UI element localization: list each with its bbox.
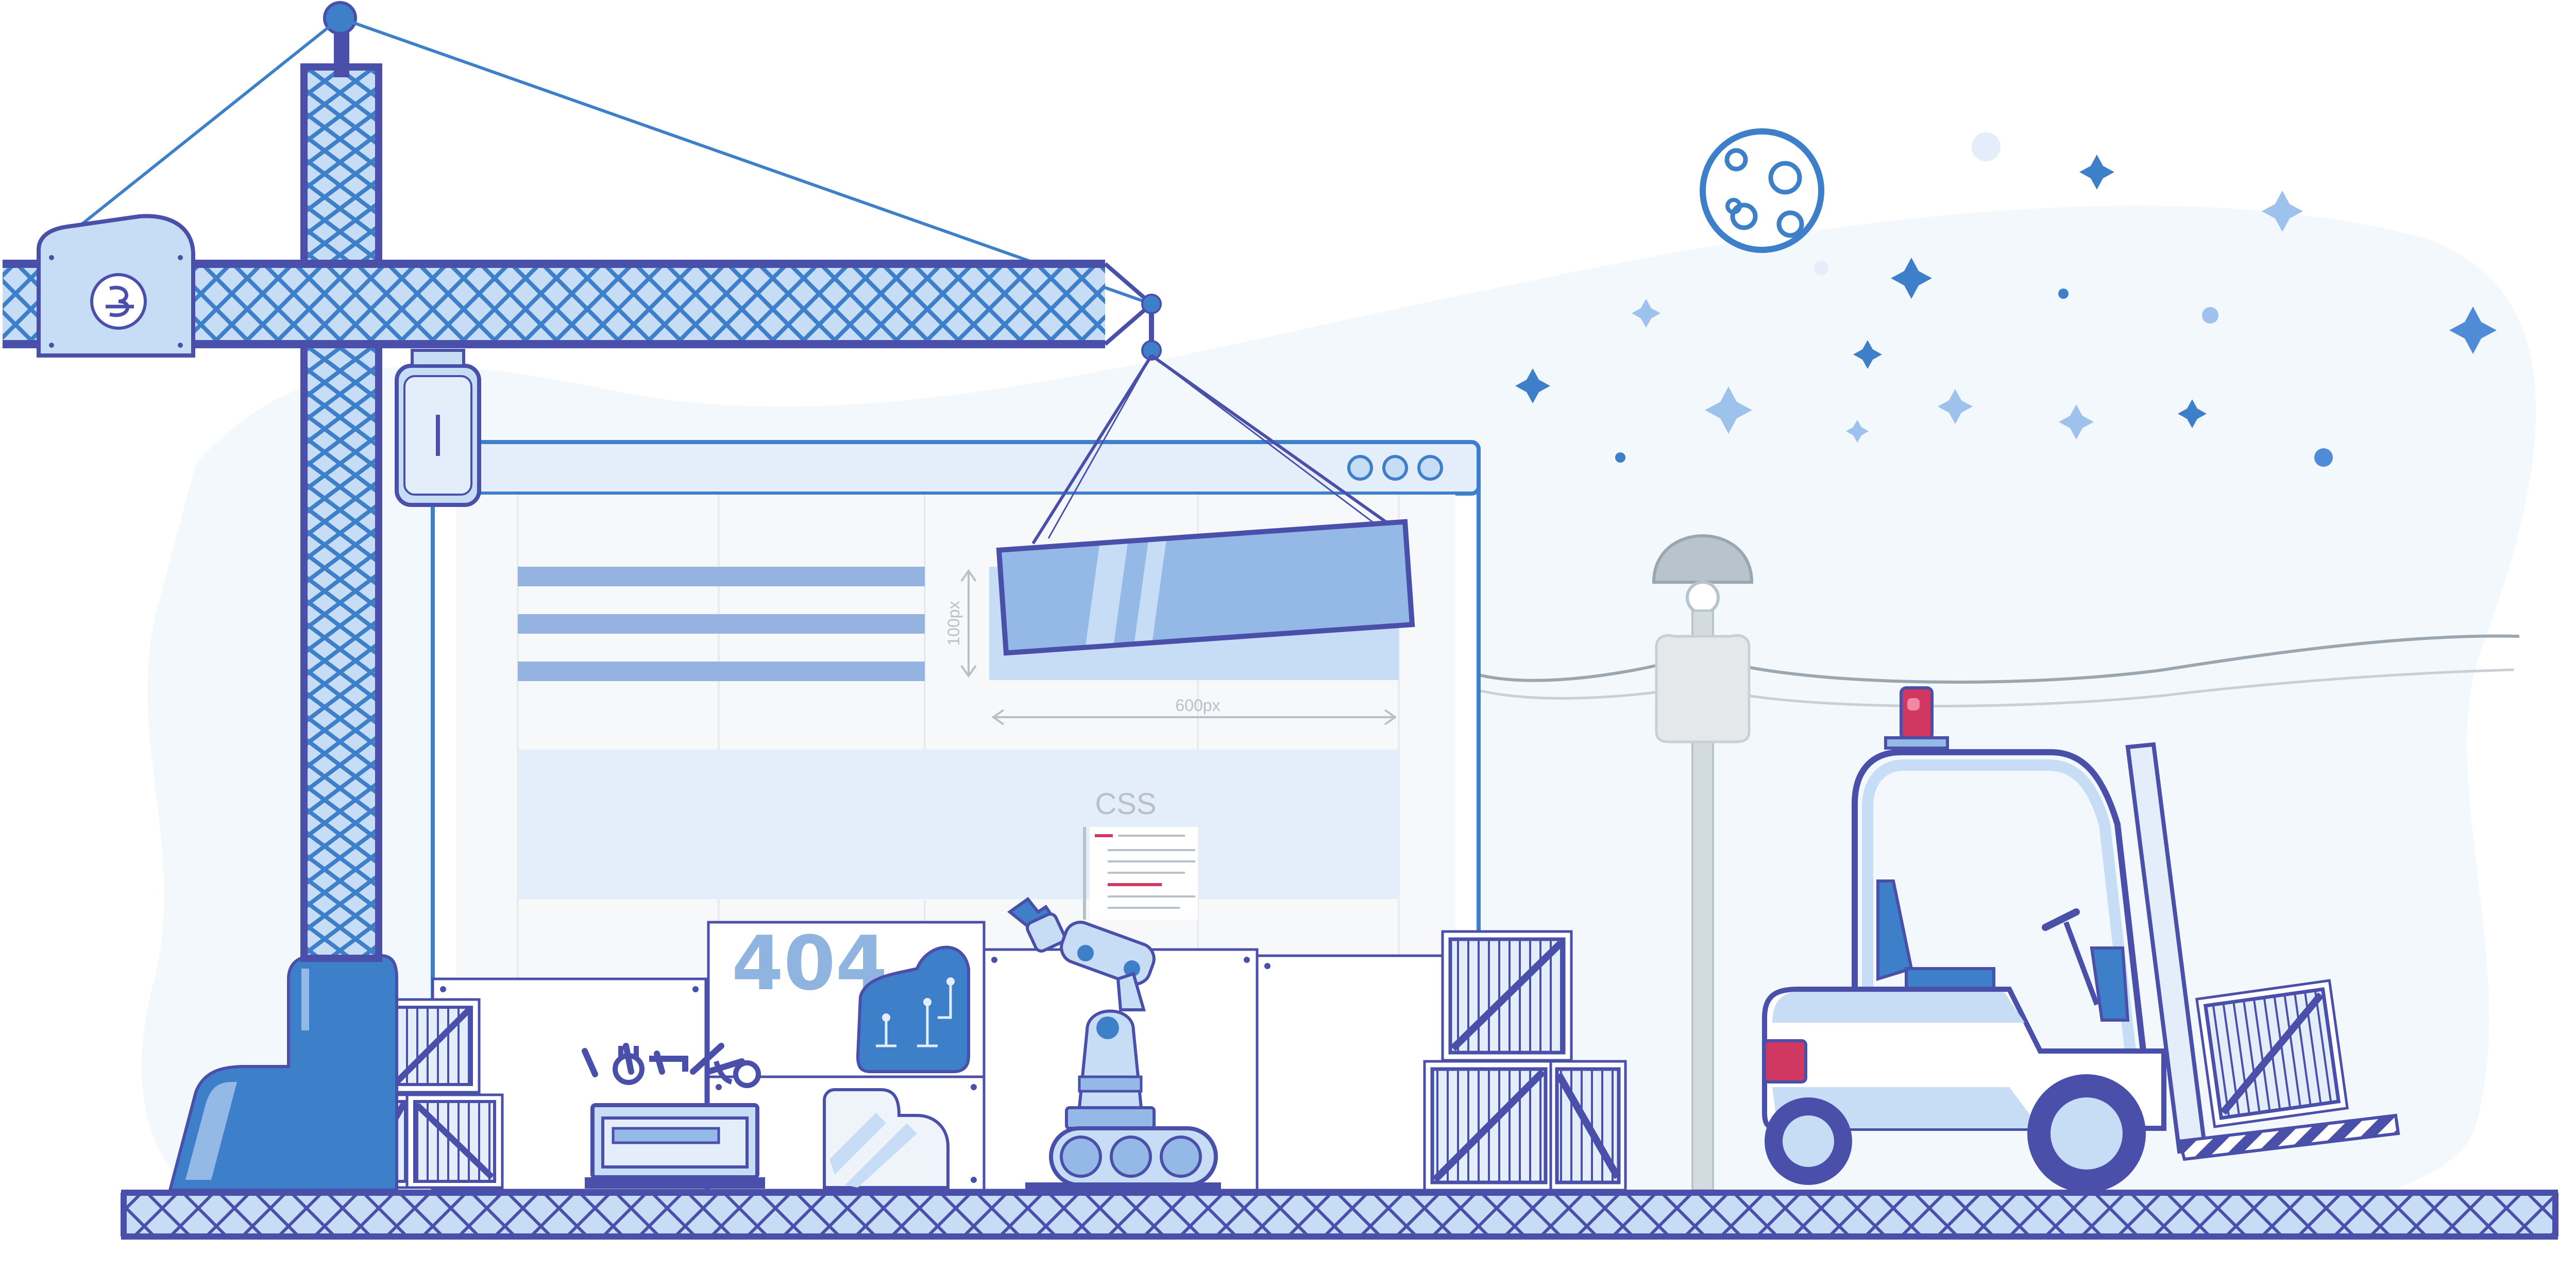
robot-arm xyxy=(1007,896,1221,1192)
height-dimension-label: 100px xyxy=(944,601,963,646)
content-block xyxy=(518,750,1399,899)
star-icon xyxy=(1632,191,2303,443)
moon-icon xyxy=(1700,128,1824,253)
css-document: CSS xyxy=(1083,787,1198,920)
forklift xyxy=(1762,686,2400,1193)
power-lines xyxy=(1478,634,2520,707)
crate xyxy=(405,1093,504,1189)
night-sky xyxy=(1515,128,2497,467)
circuit-device-icon xyxy=(856,945,970,1073)
crate xyxy=(1549,1060,1627,1192)
ground-truss xyxy=(121,1190,2558,1240)
crate-stack-left xyxy=(351,998,504,1189)
star-dot xyxy=(1615,132,2333,467)
street-lamp xyxy=(1652,534,1754,1191)
crate xyxy=(1441,930,1573,1062)
star-icon xyxy=(1515,155,2497,428)
height-dimension xyxy=(960,569,977,678)
toolbox-icon xyxy=(582,1043,765,1189)
width-dimension-label: 600px xyxy=(1175,696,1220,715)
crate xyxy=(1423,1060,1555,1192)
crate xyxy=(2195,979,2349,1128)
tower-crane xyxy=(3,1,1415,1192)
beacon-light xyxy=(1900,686,1934,741)
logo-icon xyxy=(106,285,134,317)
glass-panel xyxy=(823,1088,950,1189)
suspended-panel xyxy=(996,519,1415,656)
css-label: CSS xyxy=(1095,787,1156,821)
tail-light xyxy=(1763,1039,1807,1083)
width-dimension xyxy=(991,709,1397,725)
content-line xyxy=(518,567,925,681)
crate xyxy=(385,998,481,1094)
crate-stack-right xyxy=(1423,930,1627,1192)
window-control-dots xyxy=(1347,455,1443,481)
